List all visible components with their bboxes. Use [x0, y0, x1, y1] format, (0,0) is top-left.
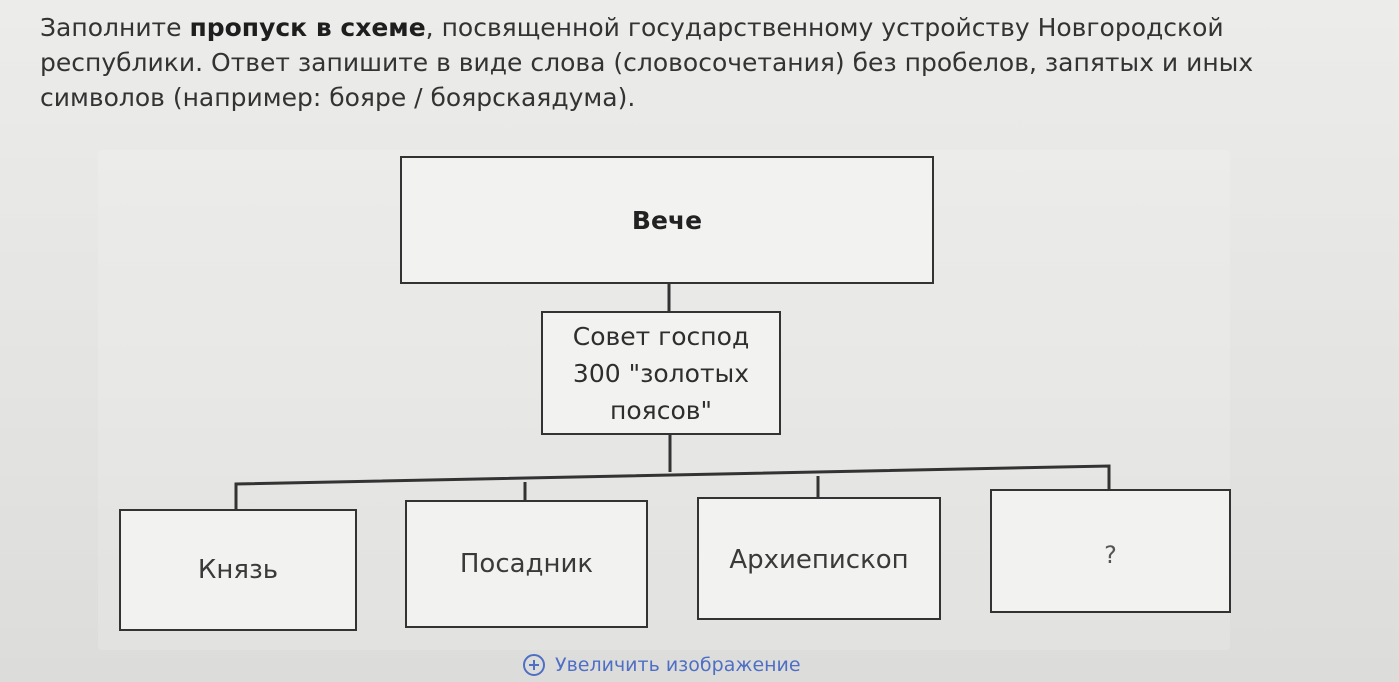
question-text: Заполните пропуск в схеме, посвященной г… — [40, 10, 1270, 115]
scheme-box-blank-label: ? — [1104, 541, 1117, 569]
scheme-box-council-label: Совет господ 300 "золотых поясов" — [573, 318, 749, 429]
zoom-plus-icon[interactable] — [523, 654, 545, 676]
connector-bus — [234, 464, 1111, 509]
scheme-box-posadnik-label: Посадник — [459, 549, 594, 579]
council-line: поясов" — [610, 395, 712, 425]
council-line: Совет господ — [572, 321, 750, 351]
scheme-box-prince: Князь — [119, 509, 357, 631]
zoom-image-label[interactable]: Увеличить изображение — [555, 654, 801, 676]
council-line: 300 "золотых — [572, 358, 750, 388]
question-text-start: Заполните — [40, 13, 190, 42]
scheme-box-posadnik: Посадник — [405, 500, 648, 628]
question-text-bold: пропуск в схеме — [189, 13, 426, 42]
scheme-box-archbishop: Архиепископ — [697, 497, 941, 620]
scheme-box-blank: ? — [990, 489, 1231, 613]
scheme-box-veche: Вече — [400, 156, 934, 284]
zoom-image-link[interactable]: Увеличить изображение — [523, 650, 801, 680]
scheme-box-archbishop-label: Архиепископ — [729, 545, 909, 575]
scheme-box-veche-label: Вече — [631, 206, 703, 235]
scheme-box-council: Совет господ 300 "золотых поясов" — [541, 311, 781, 435]
scheme-box-prince-label: Князь — [197, 555, 279, 585]
question-text-end: , посвященной государственному устройств… — [40, 13, 1254, 112]
